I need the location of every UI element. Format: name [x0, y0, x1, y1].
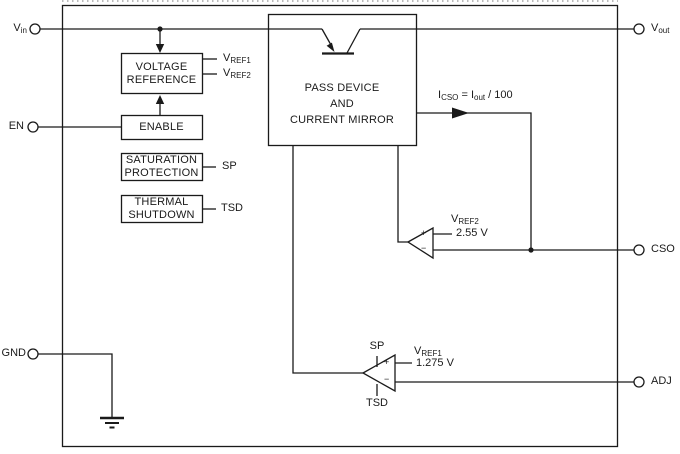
pass-device-label: PASS DEVICE AND CURRENT MIRROR: [268, 73, 416, 135]
adj-terminal: [633, 376, 645, 388]
thermal-shutdown-label: THERMAL SHUTDOWN: [121, 195, 202, 222]
voltage-reference-line2: REFERENCE: [126, 73, 197, 86]
voltage-reference-label: VOLTAGE REFERENCE: [121, 53, 202, 94]
adj-comp-minus-sign: −: [384, 374, 390, 384]
vref1-sub: REF1: [230, 56, 251, 65]
pass-device-line1: PASS DEVICE: [304, 82, 380, 94]
gnd-terminal: [27, 348, 39, 360]
current-flow-arrow-icon: [452, 107, 469, 119]
thermal-shutdown-line1: THERMAL: [134, 195, 189, 208]
pass-device-line2: AND: [330, 98, 354, 110]
vin-terminal: [29, 23, 41, 35]
adj-comp-ref-value: 1.275 V: [416, 357, 454, 369]
vin-pin-label-sub: in: [20, 26, 27, 35]
cso-comparator-output-wire: [397, 146, 408, 243]
en-pin-label: EN: [8, 120, 24, 132]
voltage-reference-line1: VOLTAGE: [135, 60, 188, 73]
vref2-main: V: [223, 67, 231, 79]
vin-pin-label-main: V: [13, 22, 21, 34]
vout-pin-label-sub: out: [658, 26, 670, 35]
arrow-up-icon: [155, 95, 165, 104]
pass-device-box: [267, 13, 418, 147]
vref1-main: V: [223, 52, 231, 64]
vout-pin-label: Vout: [651, 22, 669, 35]
arrow-down-icon: [155, 44, 165, 53]
vref1-signal-label: VREF1: [223, 52, 251, 65]
sp-signal-label: SP: [222, 160, 237, 172]
cso-ref-sub: REF2: [458, 217, 479, 226]
cso-comp-plus-sign: +: [421, 228, 427, 238]
enable-box: [120, 114, 204, 141]
transistor-collector: [346, 28, 361, 54]
icso-eq-s2: out: [474, 93, 486, 102]
vref2-signal-label: VREF2: [223, 67, 251, 80]
adj-ref-sub: REF1: [421, 349, 442, 358]
cso-terminal: [633, 244, 645, 256]
enable-label: ENABLE: [121, 115, 202, 139]
saturation-protection-line2: PROTECTION: [124, 166, 199, 179]
vref2-sub: REF2: [230, 71, 251, 80]
cso-comp-ref-name: VREF2: [451, 213, 479, 226]
adj-comp-plus-sign: +: [384, 357, 390, 367]
icso-eq-s1: CSO: [441, 93, 459, 102]
adj-ref-main: V: [414, 345, 422, 357]
adj-pin-label: ADJ: [651, 375, 672, 387]
adj-comp-sp-label: SP: [369, 340, 385, 352]
transistor-emitter: [321, 28, 332, 46]
cso-pin-label: CSO: [651, 243, 675, 255]
transistor-arrow: [326, 42, 335, 52]
cso-comparator-triangle: [406, 226, 434, 260]
en-terminal: [27, 121, 39, 133]
adj-comp-ref-name: VREF1: [414, 345, 442, 358]
tsd-signal-label: TSD: [221, 202, 243, 214]
cso-ref-main: V: [451, 213, 459, 225]
gnd-pin-label: GND: [1, 347, 26, 359]
adj-comparator-output-wire: [292, 146, 363, 374]
vout-terminal: [633, 23, 645, 35]
pass-device-line3: CURRENT MIRROR: [289, 114, 395, 126]
thermal-shutdown-line2: SHUTDOWN: [128, 208, 195, 221]
icso-eq-p3: / 100: [485, 89, 513, 101]
vin-pin-label: Vin: [0, 22, 27, 35]
gnd-wire: [38, 353, 113, 418]
ic-boundary-box: [61, 4, 619, 448]
enable-line1: ENABLE: [139, 120, 184, 133]
icso-equation-label: ICSO = Iout / 100: [438, 89, 513, 102]
cso-comp-ref-value: 2.55 V: [456, 227, 488, 239]
saturation-protection-line1: SATURATION: [125, 153, 198, 166]
saturation-protection-label: SATURATION PROTECTION: [121, 153, 202, 180]
saturation-protection-box: [120, 152, 204, 182]
icso-eq-p2: = I: [458, 89, 474, 101]
cso-comp-minus-sign: −: [421, 243, 427, 253]
adj-comparator-triangle: [361, 353, 396, 393]
adj-comp-tsd-label: TSD: [366, 397, 388, 409]
icso-eq-p1: I: [438, 89, 442, 101]
vout-pin-label-main: V: [651, 22, 659, 34]
